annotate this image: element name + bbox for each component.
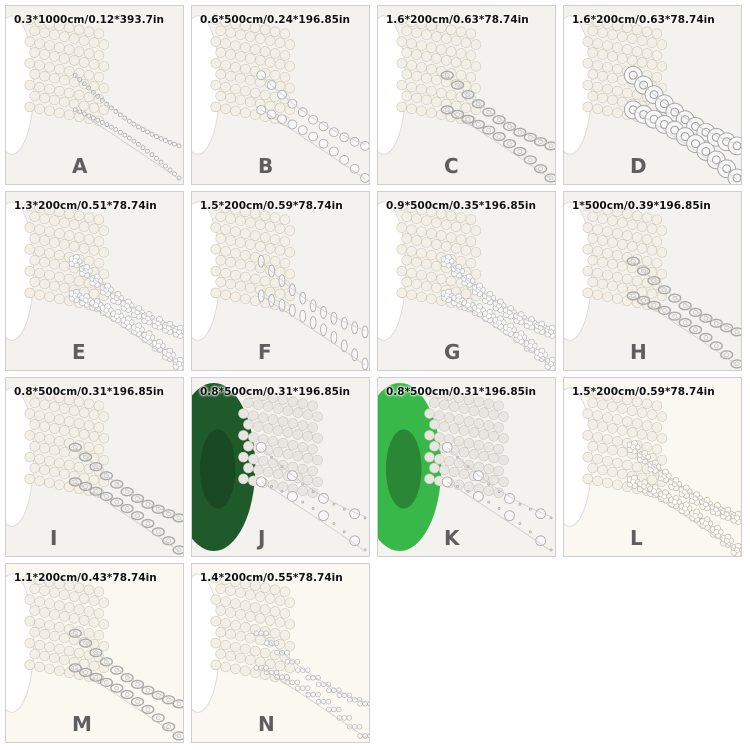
product-photo [6,200,183,370]
size-label: 0.8*500cm/0.31*196.85in [200,386,350,398]
option-letter: D [630,154,647,178]
product-photo [378,382,553,552]
size-label: 0.6*500cm/0.24*196.85in [200,14,350,26]
option-letter: I [50,526,58,550]
size-label: 1.6*200cm/0.63*78.74in [572,14,715,26]
size-label: 0.9*500cm/0.35*196.85in [386,200,536,212]
product-photo [6,14,182,181]
size-label: 1.1*200cm/0.43*78.74in [14,572,157,584]
size-label: 1.5*200cm/0.59*78.74in [572,386,715,398]
product-photo [564,200,741,369]
option-letter: B [258,154,274,178]
size-label: 0.3*1000cm/0.12*393.7in [14,14,164,26]
product-photo [6,386,183,555]
product-photo [192,14,369,183]
option-letter: A [72,154,88,178]
size-label: 1*500cm/0.39*196.85in [572,200,711,212]
option-letter: H [630,340,647,364]
size-label: 1.3*200cm/0.51*78.74in [14,200,157,212]
option-letter: E [72,340,86,364]
size-label: 1.4*200cm/0.55*78.74in [200,572,343,584]
size-label: 0.8*500cm/0.31*196.85in [386,386,536,398]
option-letter: F [258,340,272,364]
option-letter: N [258,712,275,736]
product-photo [192,564,369,742]
size-label: 1.6*200cm/0.63*78.74in [386,14,529,26]
option-letter: L [630,526,643,550]
option-letter: C [444,154,459,178]
size-label: 0.8*500cm/0.31*196.85in [14,386,164,398]
option-letter: K [444,526,460,550]
size-label: 1.5*200cm/0.59*78.74in [200,200,343,212]
option-letter: G [444,340,461,364]
product-photo [564,378,741,556]
product-photo [564,14,741,184]
option-letter: J [258,526,266,550]
option-letter: M [72,712,92,736]
product-photo [192,200,369,370]
product-photo [378,200,555,370]
product-photo [378,14,555,183]
product-photo [6,564,183,742]
product-photo [192,382,367,552]
